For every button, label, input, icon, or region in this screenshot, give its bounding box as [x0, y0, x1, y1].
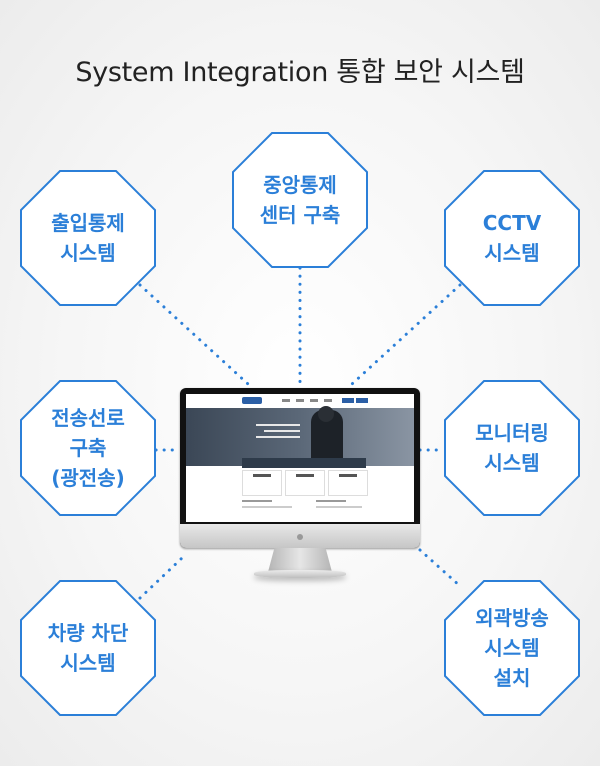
node-transmission-line-label: 전송선로 구축 (광전송): [51, 406, 125, 490]
screen-nav-item: [296, 399, 304, 402]
screen-nav-button: [342, 398, 354, 403]
octagon-shape: [444, 170, 580, 306]
octagon-shape: [20, 170, 156, 306]
screen-panel-bar: [242, 458, 366, 468]
node-central-control-label: 중앙통제 센터 구축: [259, 173, 341, 227]
screen-navbar: [186, 394, 414, 409]
monitor-stand-neck: [268, 548, 332, 572]
node-perimeter-broadcast: 외곽방송 시스템 설치: [444, 580, 580, 716]
connector-access-control: [138, 283, 250, 386]
node-central-control: 중앙통제 센터 구축: [232, 132, 368, 268]
node-access-control: 출입통제 시스템: [20, 170, 156, 306]
connector-cctv: [350, 283, 462, 386]
screen-nav-item: [310, 399, 318, 402]
octagon-shape: [444, 380, 580, 516]
node-vehicle-barrier-label: 차량 차단 시스템: [47, 621, 129, 675]
screen-card: [328, 470, 368, 496]
page-title: System Integration 통합 보안 시스템: [75, 57, 525, 88]
screen-footer-text: [242, 500, 272, 502]
screen-nav-item: [324, 399, 332, 402]
octagon-shape: [20, 380, 156, 516]
monitor-logo-icon: [297, 534, 303, 540]
screen-nav-button: [356, 398, 368, 403]
octagon-shape: [232, 132, 368, 268]
screen-hero-text: [256, 436, 300, 438]
screen-cards: [242, 470, 368, 496]
octagon-shape: [20, 580, 156, 716]
screen-guard-head: [318, 406, 334, 422]
screen-card: [285, 470, 325, 496]
connector-perimeter-broadcast: [418, 548, 462, 588]
screen-hero-image: [186, 406, 414, 466]
node-access-control-label: 출입통제 시스템: [51, 211, 125, 265]
node-monitoring: 모니터링 시스템: [444, 380, 580, 516]
monitor-screen: [186, 394, 414, 522]
monitor-stand-base: [254, 570, 346, 578]
screen-logo: [242, 397, 262, 404]
node-perimeter-broadcast-label: 외곽방송 시스템 설치: [475, 606, 549, 690]
desktop-monitor-icon: [180, 388, 420, 588]
screen-hero-text: [264, 430, 300, 432]
node-monitoring-label: 모니터링 시스템: [475, 421, 549, 475]
node-transmission-line: 전송선로 구축 (광전송): [20, 380, 156, 516]
connector-vehicle-barrier: [138, 556, 184, 600]
octagon-shape: [444, 580, 580, 716]
screen-footer-text: [316, 506, 362, 508]
node-cctv-label: CCTV 시스템: [482, 211, 542, 265]
screen-hero-text: [256, 424, 300, 426]
node-cctv: CCTV 시스템: [444, 170, 580, 306]
node-vehicle-barrier: 차량 차단 시스템: [20, 580, 156, 716]
screen-nav-item: [282, 399, 290, 402]
screen-card: [242, 470, 282, 496]
screen-footer-text: [316, 500, 346, 502]
screen-footer-text: [242, 506, 292, 508]
